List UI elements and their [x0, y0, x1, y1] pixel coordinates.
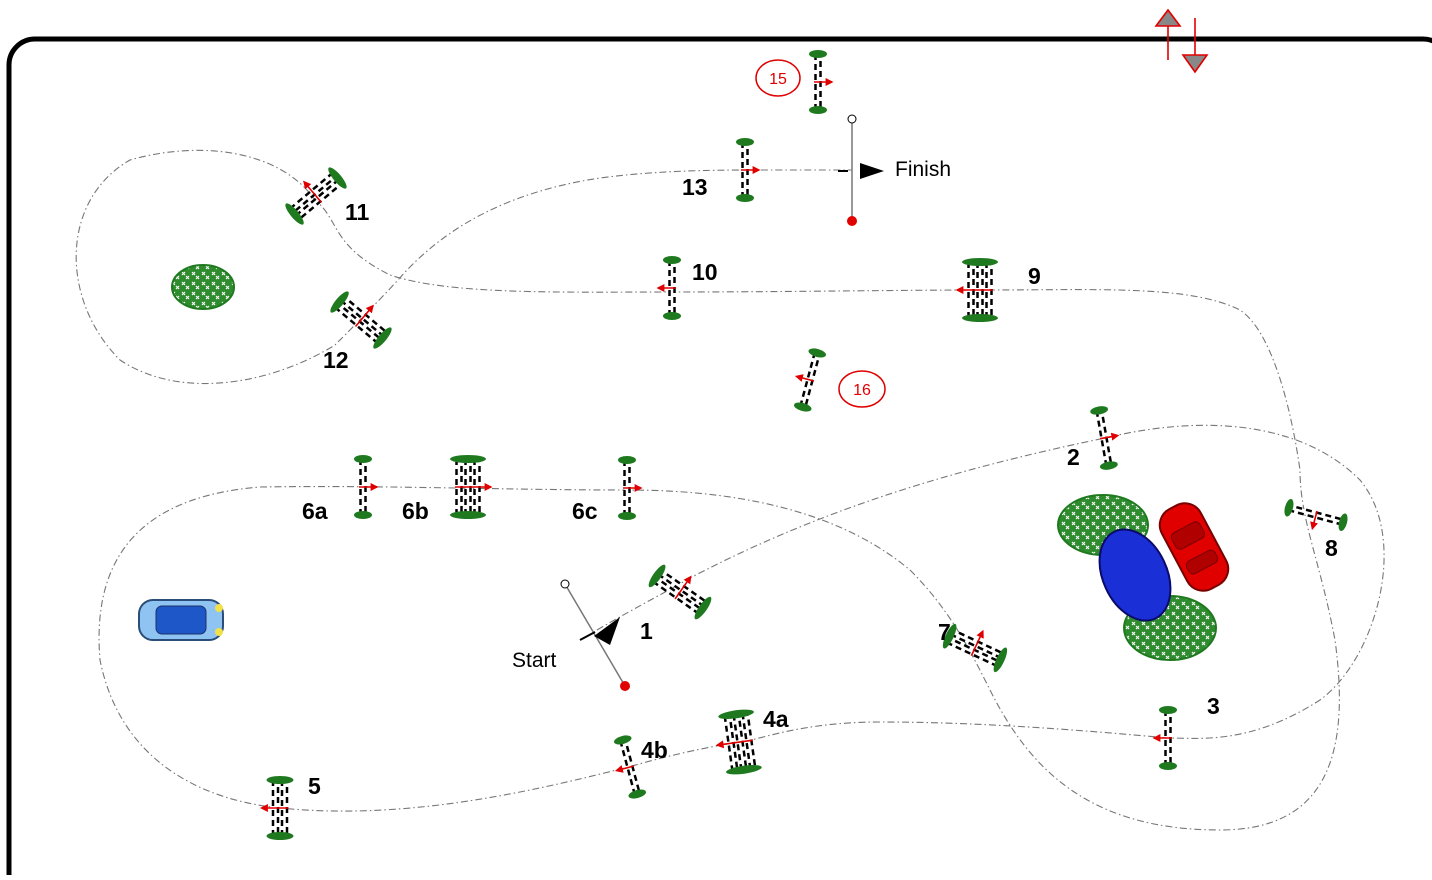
jump-12: [330, 291, 392, 349]
direction-arrow-icon: [614, 765, 635, 773]
jump-5: [259, 776, 294, 840]
obstacle-labels: 1 2 3 4a 4b 5 6a 6b 6c 7 8 9 10 11 12 13: [302, 174, 1338, 799]
obstacle-label: 6b: [402, 498, 429, 524]
jump-4a: [715, 709, 762, 775]
jump-standard: [285, 203, 304, 225]
obstacle-label: 2: [1067, 444, 1080, 470]
jump-standard: [354, 455, 372, 463]
obstacle-label: 12: [323, 347, 349, 373]
jump-standard: [618, 456, 636, 464]
scroll-arrows-icon[interactable]: [1154, 8, 1209, 74]
jump-2: [1090, 406, 1120, 470]
jump-standard: [1159, 706, 1177, 714]
red-car: [1158, 502, 1230, 592]
option-15: 15: [755, 59, 801, 97]
option-16: 16: [838, 370, 886, 408]
jump-standard: [450, 455, 486, 463]
obstacle-label: 5: [308, 773, 321, 799]
jump-6a: [354, 455, 379, 519]
obstacle-label: 10: [692, 259, 718, 285]
obstacle-label: 13: [682, 174, 708, 200]
jump-standard: [942, 623, 957, 649]
direction-arrow-icon: [1099, 432, 1120, 441]
jump-standard: [266, 832, 294, 840]
jump-standard: [736, 194, 754, 202]
direction-arrow-icon: [303, 180, 323, 204]
jump-16: [793, 348, 827, 412]
jump-standard: [736, 138, 754, 146]
jump-standard: [450, 511, 486, 519]
jump-standard: [628, 789, 647, 799]
direction-arrow-icon: [1310, 510, 1318, 531]
jump-standard: [330, 291, 349, 313]
jump-standard: [648, 564, 666, 588]
direction-arrow-icon: [794, 374, 815, 382]
obstacle-label: 6a: [302, 498, 328, 524]
obstacle-label: 11: [345, 199, 370, 225]
jump-11: [285, 167, 347, 225]
jump-standard: [809, 50, 827, 58]
jump-9: [955, 258, 998, 322]
jump-13: [736, 138, 761, 202]
jump-6c: [618, 456, 643, 520]
obstacle-label: 8: [1325, 535, 1338, 561]
jump-standard: [663, 312, 681, 320]
jump-standard: [962, 314, 998, 322]
direction-arrow-icon: [970, 629, 984, 657]
jump-standard: [962, 258, 998, 266]
obstacle-label: 7: [938, 619, 951, 645]
jump-6b: [450, 455, 493, 519]
jump-7: [942, 623, 1008, 673]
jump-standard: [663, 256, 681, 264]
start-label: Start: [512, 649, 557, 672]
obstacle-label: 9: [1028, 263, 1041, 289]
jump-standard: [718, 709, 754, 719]
course-path: [75, 149, 1385, 831]
obstacle-label: 6c: [572, 498, 598, 524]
blue-object: [1098, 528, 1172, 622]
finish-line: [838, 114, 884, 226]
jump-standard: [809, 106, 827, 114]
jump-4b: [613, 735, 647, 799]
jump-3: [1152, 706, 1177, 770]
jump-standard: [1099, 461, 1118, 470]
obstacle-label: 4a: [763, 706, 789, 732]
direction-arrow-icon: [354, 304, 374, 328]
jump-8: [1284, 498, 1348, 532]
svg-text:15: 15: [769, 71, 787, 88]
jump-10: [656, 256, 681, 320]
jump-standard: [266, 776, 294, 784]
arena-border: [6, 36, 1432, 880]
obstacle-label: 4b: [641, 737, 668, 763]
blue-car: [138, 599, 224, 641]
svg-text:16: 16: [853, 382, 871, 399]
jump-standard: [808, 348, 827, 358]
direction-arrow-icon: [715, 739, 753, 749]
jump-standard: [613, 735, 632, 745]
start-line: [560, 579, 630, 691]
finish-label: Finish: [895, 158, 951, 181]
jump-1: [648, 564, 712, 620]
jump-standard: [694, 596, 712, 620]
jump-standard: [618, 512, 636, 520]
obstacle-label: 1: [640, 618, 653, 644]
jump-standard: [354, 511, 372, 519]
jump-standard: [993, 647, 1008, 673]
jump-standard: [793, 402, 812, 412]
jump-15: [809, 50, 834, 114]
jump-standard: [1284, 498, 1294, 517]
bush-left: [171, 264, 235, 310]
obstacle-label: 3: [1207, 693, 1220, 719]
jump-standard: [726, 765, 762, 775]
jump-standard: [373, 327, 392, 349]
jump-standard: [328, 167, 347, 189]
jump-standard: [1338, 513, 1348, 532]
jump-standard: [1090, 406, 1109, 415]
jump-standard: [1159, 762, 1177, 770]
direction-arrow-icon: [674, 575, 692, 600]
